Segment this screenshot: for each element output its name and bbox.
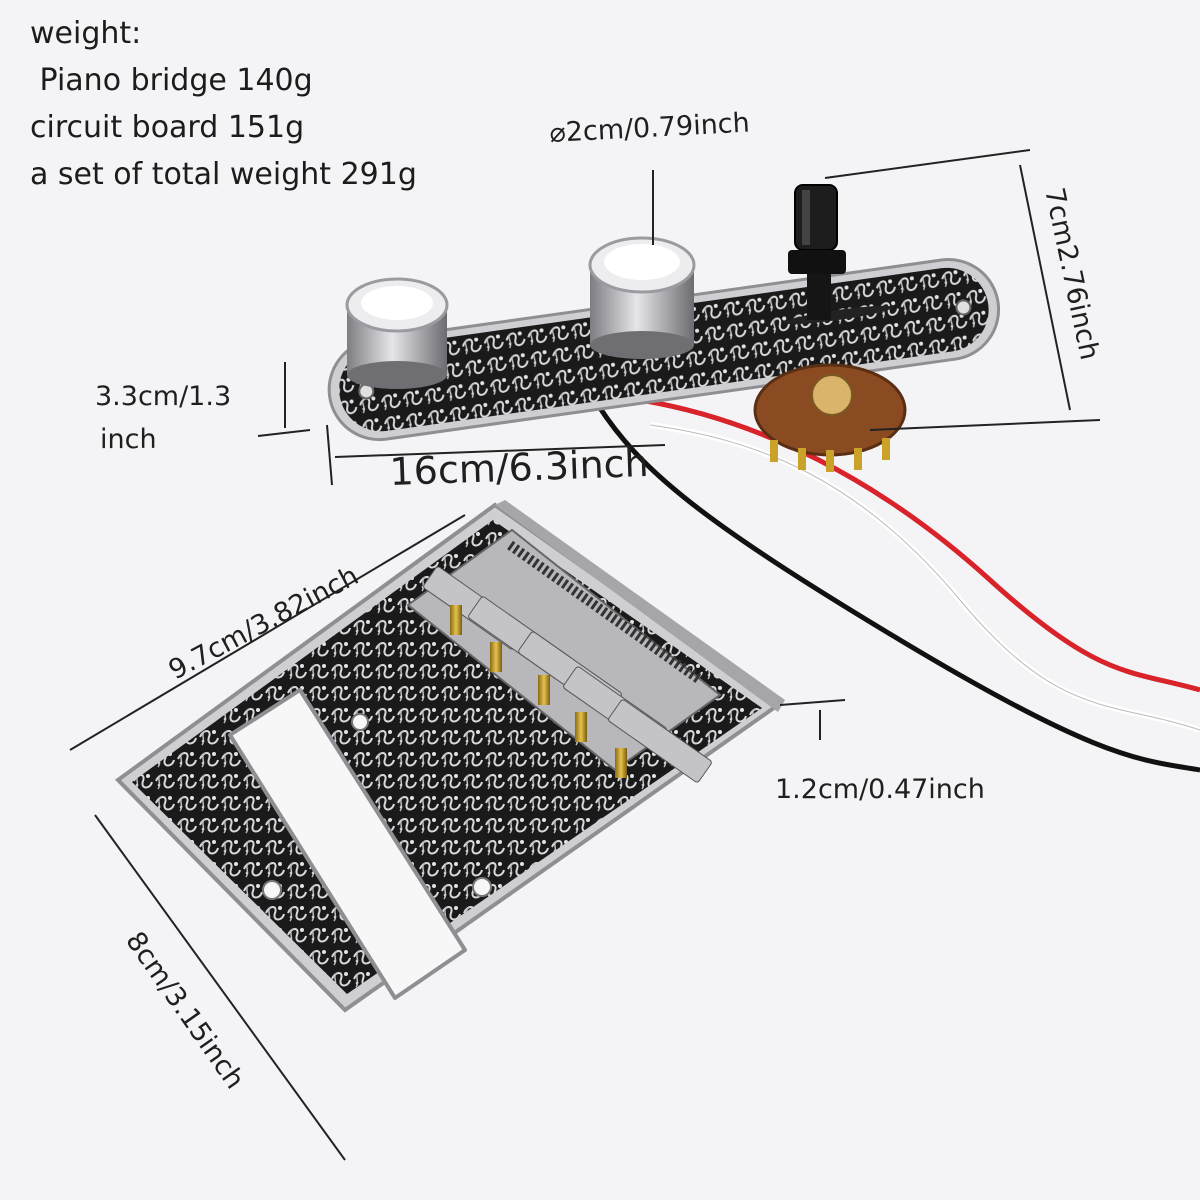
height-tick-top — [824, 149, 1031, 179]
switch-lever — [788, 184, 846, 320]
volume-knob-cap — [361, 286, 433, 320]
switch-lug-2 — [798, 448, 806, 470]
bridge-plate — [114, 500, 785, 1013]
switch-lug-1 — [770, 440, 778, 462]
switch-center — [811, 374, 853, 416]
plate-width-label-line2: inch — [100, 424, 157, 455]
plate-height-label: 7cm2.76inch — [1038, 185, 1105, 363]
height-tick-bottom — [869, 419, 1101, 431]
tone-knob-base — [590, 331, 694, 359]
plate-length-label: 16cm/6.3inch — [389, 441, 650, 494]
weight-heading: weight: — [30, 16, 142, 51]
switch-lug-4 — [854, 448, 862, 470]
length-line — [334, 444, 666, 458]
bridge-screw-hole-3 — [351, 713, 369, 731]
selector-switch — [753, 363, 907, 472]
black-wire — [595, 403, 1200, 773]
length-tick-left — [326, 424, 333, 486]
switch-tip — [794, 184, 838, 251]
bridge-screw-hole-1 — [262, 880, 282, 900]
knob-diameter-label: ⌀2cm/0.79inch — [549, 108, 751, 149]
volume-knob-base — [347, 361, 447, 389]
weight-info: weight: Piano bridge 140g circuit board … — [30, 10, 417, 198]
bridge-length-line — [94, 814, 346, 1161]
plate-width-label-line1: 3.3cm/1.3 — [95, 381, 231, 412]
height-line — [1019, 164, 1071, 411]
switch-tip-highlight — [802, 190, 810, 245]
saddles — [423, 540, 712, 783]
volume-knob — [345, 277, 449, 389]
dimension-lines — [69, 149, 1101, 1161]
bridge-length-label: 8cm/3.15inch — [119, 926, 250, 1095]
wires — [595, 397, 1200, 773]
intonation-springs — [507, 540, 703, 685]
bridge-side-wall — [495, 500, 785, 712]
tone-knob-cap — [604, 244, 680, 280]
switch-lug-3 — [826, 450, 834, 472]
tone-knob — [588, 236, 696, 359]
red-wire — [639, 397, 1200, 693]
weight-line-bridge: Piano bridge 140g — [30, 63, 313, 98]
weight-line-total: a set of total weight 291g — [30, 157, 417, 192]
switch-nut — [788, 250, 846, 274]
pickup-cutout — [228, 688, 467, 1000]
plate-width-tick-bottom — [257, 429, 311, 437]
side-height-tick-top — [779, 699, 846, 706]
bridge-width-line — [69, 514, 466, 751]
bridge-side-height-label: 1.2cm/0.47inch — [775, 774, 985, 805]
mounting-screw-right — [955, 299, 972, 316]
saddle-block — [406, 528, 722, 772]
switch-lug-5 — [882, 438, 890, 460]
weight-line-circuit: circuit board 151g — [30, 110, 305, 145]
bridge-screw-hole-2 — [472, 877, 492, 897]
saddle-5 — [608, 699, 712, 783]
white-wire-outline — [649, 424, 1200, 731]
